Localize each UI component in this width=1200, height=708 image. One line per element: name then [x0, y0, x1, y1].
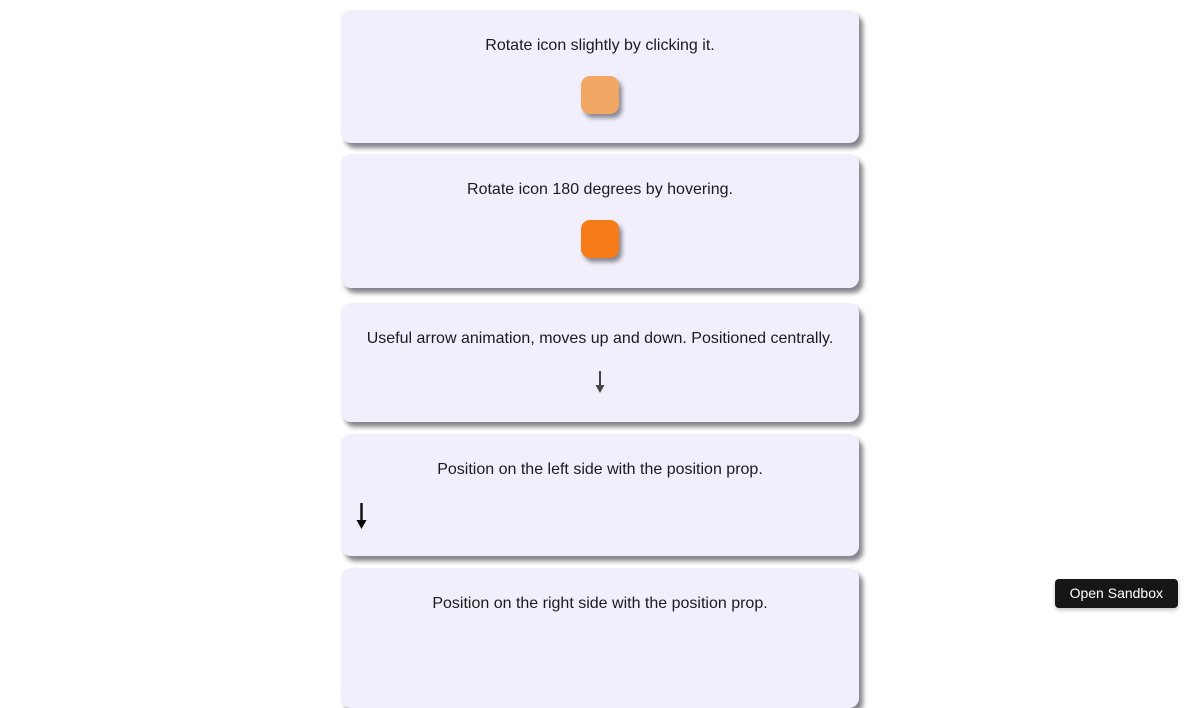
card-arrow-left: Position on the left side with the posit…	[341, 434, 859, 556]
card-label: Position on the right side with the posi…	[432, 595, 768, 612]
rotatable-square-icon[interactable]	[581, 76, 619, 114]
card-label: Useful arrow animation, moves up and dow…	[366, 330, 834, 347]
card-rotate-click: Rotate icon slightly by clicking it.	[341, 10, 859, 143]
card-arrow-right: Position on the right side with the posi…	[341, 568, 859, 708]
rotatable-square-icon[interactable]	[581, 220, 619, 258]
card-label: Rotate icon slightly by clicking it.	[485, 37, 715, 54]
card-rotate-hover: Rotate icon 180 degrees by hovering.	[341, 154, 859, 288]
card-stack: Rotate icon slightly by clicking it. Rot…	[341, 10, 859, 708]
down-arrow-icon	[355, 502, 368, 535]
card-label: Rotate icon 180 degrees by hovering.	[467, 181, 733, 198]
card-arrow-central: Useful arrow animation, moves up and dow…	[341, 303, 859, 422]
card-label: Position on the left side with the posit…	[437, 461, 763, 478]
down-arrow-icon	[594, 370, 606, 399]
open-sandbox-button[interactable]: Open Sandbox	[1054, 579, 1178, 608]
